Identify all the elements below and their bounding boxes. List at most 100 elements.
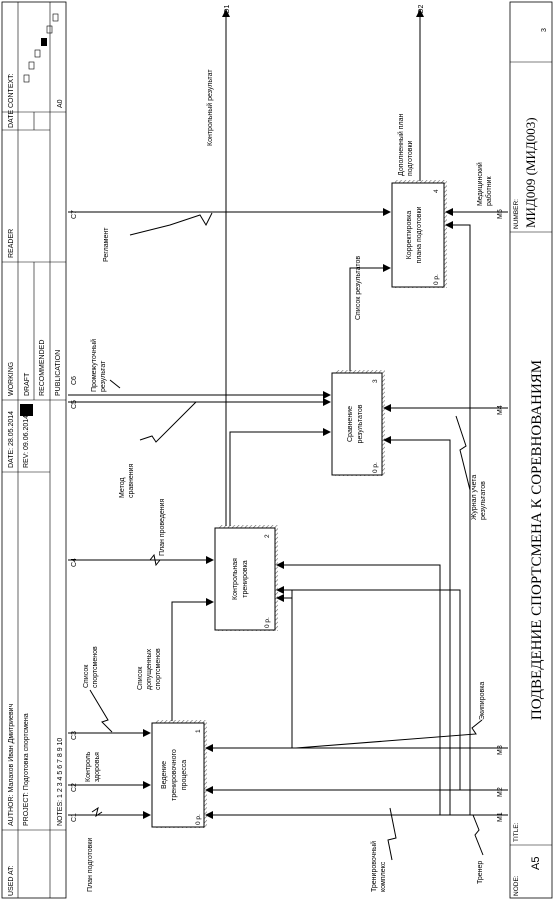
box-2-line-1: Контрольная bbox=[232, 558, 239, 600]
header-text: USED AT: AUTHOR: Малахов Иван Дмитриевич… bbox=[8, 73, 64, 896]
label-kontrol-2: здоровья bbox=[94, 752, 101, 782]
activity-box-4[interactable]: Корректировка плана подготовки 4 0 р. bbox=[391, 180, 447, 288]
box-1-line-1: Ведение bbox=[161, 761, 168, 789]
code-c4: C4 bbox=[71, 558, 78, 567]
publication-label: PUBLICATION bbox=[55, 350, 62, 396]
label-reglament: Регламент bbox=[103, 227, 110, 262]
code-c5: C5 bbox=[71, 400, 78, 409]
code-m5: M5 bbox=[497, 209, 504, 219]
box-1-number: 1 bbox=[195, 729, 202, 733]
label-ekipirovka: Экипировка bbox=[479, 682, 486, 720]
box-2-line-2: тренировка bbox=[242, 560, 249, 597]
box-4-cost: 0 р. bbox=[433, 274, 440, 285]
activity-box-3[interactable]: Сравнение результатов 3 0 р. bbox=[331, 370, 385, 476]
code-m1: M1 bbox=[497, 812, 504, 822]
arrow-trener-branch-3 bbox=[383, 436, 451, 815]
label-promezh-1: Промежуточный bbox=[90, 339, 98, 392]
label-metod-2: сравнения bbox=[128, 463, 135, 498]
date-text: DATE: 28.05.2014 bbox=[8, 411, 15, 468]
label-spisok-sp-1: Список bbox=[83, 664, 90, 688]
box-3-line-1: Сравнение bbox=[347, 406, 354, 442]
footer-frame bbox=[509, 1, 553, 899]
context-thumbnail bbox=[23, 13, 59, 83]
label-plan-provedeniya: План проведения bbox=[159, 498, 166, 556]
label-dopushch-2: допущенных bbox=[146, 648, 153, 690]
diagram-title: ПОДВЕДЕНИЕ СПОРТСМЕНА К СОРЕВНОВАНИЯМ bbox=[529, 360, 545, 720]
node-label: NODE: bbox=[513, 875, 520, 896]
label-spisok-rezultatov: Список результатов bbox=[355, 256, 362, 320]
arrow-box1-to-box2 bbox=[171, 598, 214, 721]
label-spisok-sp-2: спортсменов bbox=[92, 646, 99, 688]
label-kontrol-1: Контроль bbox=[85, 751, 92, 782]
label-zhurnal-2: результатов bbox=[480, 481, 487, 520]
code-c2: C2 bbox=[71, 783, 78, 792]
code-c7: C7 bbox=[71, 210, 78, 219]
label-dopolnenny-1: Дополненный план bbox=[397, 114, 405, 176]
number-value: МИД009 (МИД003) bbox=[523, 117, 538, 228]
draft-marker bbox=[20, 404, 33, 416]
box-2-cost: 0 р. bbox=[264, 617, 271, 628]
label-promezh-2: результат bbox=[100, 360, 107, 392]
page-number: 3 bbox=[541, 28, 548, 32]
working-label: WORKING bbox=[8, 362, 15, 396]
label-kompleks-1: Тренировочный bbox=[370, 841, 378, 892]
label-dopolnenny-2: подготовки bbox=[407, 140, 414, 176]
code-c3: C3 bbox=[71, 731, 78, 740]
box-1-line-3: процесса bbox=[181, 760, 188, 790]
a0-label: A0 bbox=[57, 99, 64, 108]
squiggle-plan-prov bbox=[149, 553, 161, 567]
box-3-line-2: результатов bbox=[357, 404, 364, 443]
code-c1: C1 bbox=[71, 813, 78, 822]
label-medicinsky-2: работник bbox=[485, 175, 493, 206]
squiggle-spisok bbox=[89, 689, 113, 733]
context-label: CONTEXT: bbox=[8, 73, 15, 108]
box-1-cost: 0 р. bbox=[195, 814, 202, 825]
arrow-box3-to-box4 bbox=[349, 264, 391, 371]
reader-label: READER bbox=[8, 229, 15, 258]
label-kontrolny-rezultat: Контрольный результат bbox=[206, 69, 214, 146]
code-m3: M3 bbox=[497, 745, 504, 755]
footer-text: NODE: A5 TITLE: ПОДВЕДЕНИЕ СПОРТСМЕНА К … bbox=[513, 28, 548, 896]
squiggle-ekip bbox=[295, 719, 483, 749]
label-dopushch-1: Список bbox=[137, 666, 144, 690]
used-at-label: USED AT: bbox=[8, 865, 15, 896]
squiggle-trener bbox=[472, 814, 484, 856]
squiggle-metod bbox=[139, 401, 197, 443]
arrow-codes: C1 C2 C3 C4 C5 C6 C7 M1 M2 M3 M4 M5 O1 O… bbox=[71, 5, 504, 822]
draft-label: DRAFT bbox=[24, 372, 31, 396]
code-m4: M4 bbox=[497, 405, 504, 415]
label-metod-1: Метод bbox=[119, 477, 126, 498]
activity-box-2[interactable]: Контрольная тренировка 2 0 р. bbox=[214, 525, 278, 631]
project-text: PROJECT: Подготовка спортсмена bbox=[23, 713, 30, 826]
label-zhurnal-1: Журнал учета bbox=[471, 475, 478, 520]
code-o2: O2 bbox=[418, 5, 425, 14]
box-4-line-1: Корректировка bbox=[406, 211, 413, 260]
header-frame bbox=[1, 1, 67, 899]
box-4-line-2: плана подготовки bbox=[416, 206, 423, 263]
code-c6: C6 bbox=[71, 376, 78, 385]
arrows bbox=[68, 9, 508, 861]
box-4-number: 4 bbox=[433, 189, 440, 193]
title-label: TITLE: bbox=[513, 822, 520, 842]
arrow-trener-branch-4 bbox=[445, 221, 471, 815]
date-col-label: DATE bbox=[8, 110, 15, 128]
squiggle-zhurnal bbox=[455, 415, 471, 491]
box-3-cost: 0 р. bbox=[372, 462, 379, 473]
label-kompleks-2: комплекс bbox=[380, 861, 387, 892]
notes-text: NOTES: 1 2 3 4 5 6 7 8 9 10 bbox=[57, 738, 64, 826]
label-medicinsky-1: Медицинский bbox=[476, 162, 484, 206]
author-text: AUTHOR: Малахов Иван Дмитриевич bbox=[8, 703, 15, 826]
arrow-trener-branch-2 bbox=[276, 561, 441, 815]
code-o1: O1 bbox=[224, 5, 231, 14]
activity-box-1[interactable]: Ведение тренировочного процесса 1 0 р. bbox=[151, 720, 207, 828]
box-1-line-2: тренировочного bbox=[171, 749, 178, 801]
arrow-box2-to-box3 bbox=[229, 428, 331, 526]
squiggle-reglament bbox=[129, 212, 213, 236]
box-2-number: 2 bbox=[264, 534, 271, 538]
box-3-number: 3 bbox=[372, 379, 379, 383]
squiggle-promezh bbox=[109, 379, 121, 389]
number-label: NUMBER: bbox=[513, 199, 520, 229]
arrow-kompleks-branch-2 bbox=[276, 586, 461, 790]
node-value: A5 bbox=[530, 857, 542, 870]
